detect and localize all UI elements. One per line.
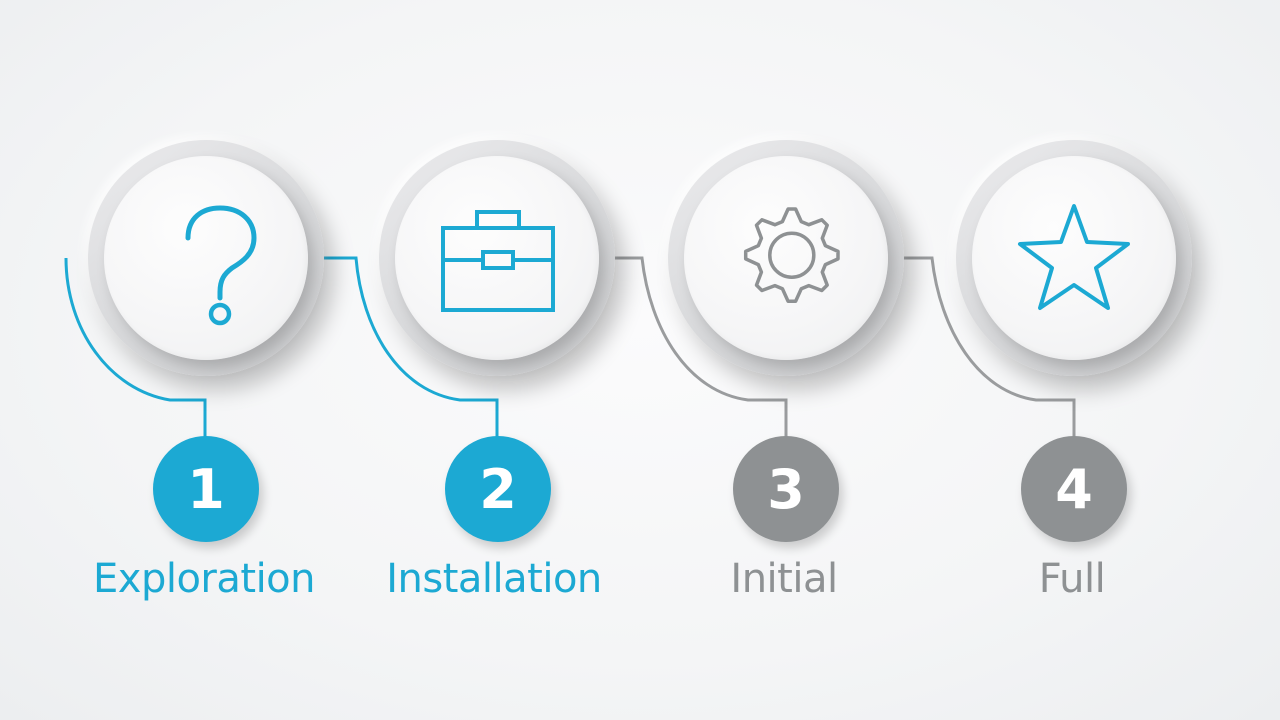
connector-step-4	[900, 256, 1076, 440]
step-3-label: Initial	[730, 556, 838, 602]
step-1-number-badge: 1	[153, 436, 259, 542]
step-1-circle[interactable]	[88, 140, 324, 376]
connector-step-3	[612, 256, 788, 440]
step-3-circle[interactable]	[668, 140, 904, 376]
step-2-label: Installation	[386, 556, 602, 602]
step-1-label: Exploration	[93, 556, 316, 602]
step-3-number-badge: 3	[733, 436, 839, 542]
step-4-circle[interactable]	[956, 140, 1192, 376]
star-icon	[1018, 204, 1130, 310]
briefcase-icon	[441, 210, 555, 312]
question-mark-icon	[185, 205, 257, 326]
step-2-number-badge: 2	[445, 436, 551, 542]
gear-icon	[743, 207, 840, 304]
connector-step-2	[322, 256, 499, 440]
step-4-label: Full	[1038, 556, 1106, 602]
step-2-circle[interactable]	[379, 140, 615, 376]
step-4-number-badge: 4	[1021, 436, 1127, 542]
connector-step-1	[64, 257, 207, 440]
